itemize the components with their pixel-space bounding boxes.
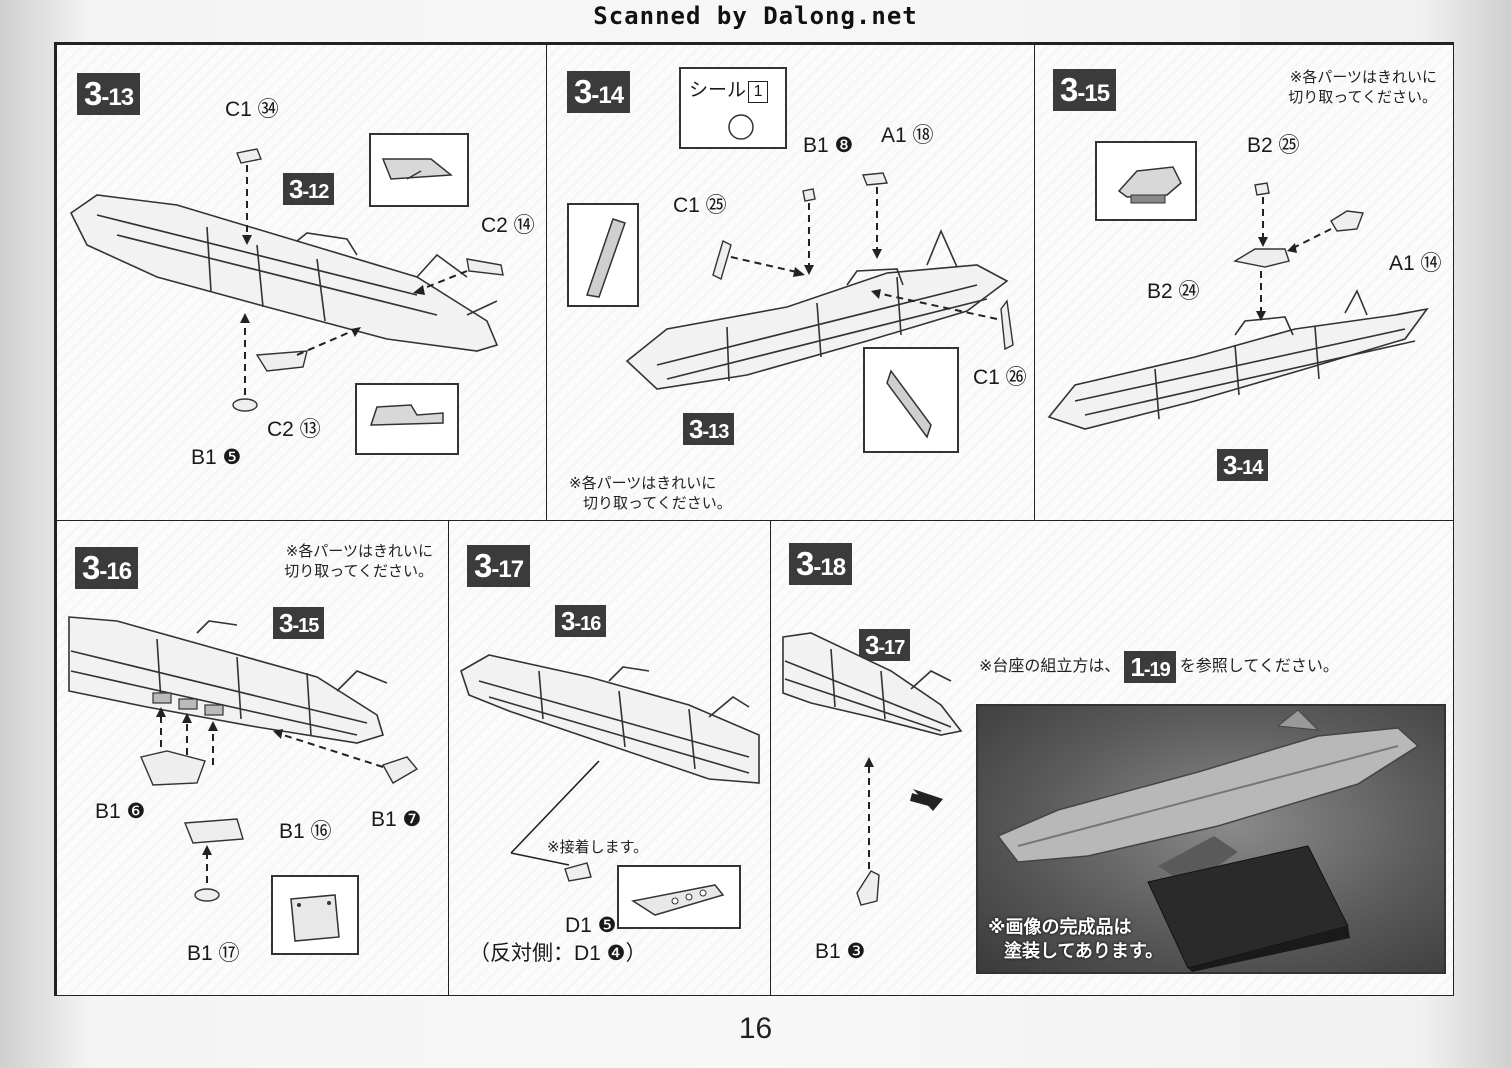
detail-callout <box>1095 141 1197 221</box>
part-label-d1-5: D1 ❺ <box>565 914 617 937</box>
reference-badge: 3-12 <box>283 173 335 205</box>
part-label-b1-7: B1 ❼ <box>371 808 422 831</box>
ghost-print-texture <box>57 521 449 995</box>
step-badge: 3-13 <box>77 73 141 115</box>
cut-parts-note: ※各パーツはきれいに切り取ってください。 <box>284 542 433 580</box>
step-badge: 3-14 <box>567 71 631 113</box>
detail-callout-left <box>567 203 639 307</box>
part-label-opposite-d1-4: （反対側：D1 ❹） <box>469 942 647 965</box>
cut-parts-note: ※各パーツはきれいに切り取ってください。 <box>1288 68 1437 106</box>
detail-callout <box>617 865 741 929</box>
panel-step-3-13: 3-13 3-12 <box>56 44 548 522</box>
reference-badge: 3-15 <box>273 607 325 639</box>
part-label-a1-18: A1 ⑱ <box>881 124 934 147</box>
reference-badge: 3-14 <box>1217 449 1269 481</box>
part-label-b1-17: B1 ⑰ <box>187 942 240 965</box>
page-number: 16 <box>738 1012 773 1045</box>
detail-callout-top <box>369 133 469 207</box>
glue-note: ※接着します。 <box>547 838 649 856</box>
part-label-b1-3: B1 ❸ <box>815 940 866 963</box>
part-label-b1-16: B1 ⑯ <box>279 820 332 843</box>
ship-assembly-drawing <box>782 632 963 906</box>
cut-parts-note: ※各パーツはきれいに切り取ってください。 <box>569 474 732 512</box>
part-label-c1-25: C1 ㉕ <box>673 194 727 217</box>
part-label-c2-13: C2 ⑬ <box>267 418 321 441</box>
part-label-b2-24: B2 ㉔ <box>1147 280 1200 303</box>
reference-badge: 3-17 <box>859 629 911 661</box>
sticker-label: シール <box>689 80 747 101</box>
sticker-number: 1 <box>748 81 769 103</box>
instruction-sheet: 3-13 3-12 <box>54 42 1454 996</box>
detail-callout-right <box>863 347 959 453</box>
panel-step-3-17: 3-17 3-16 ※接着します。 D1 ❺ （反対側：D1 ❹） <box>448 520 772 996</box>
finished-model-photo: ※画像の完成品は塗装してあります。 <box>976 704 1446 974</box>
part-label-a1-14: A1 ⑭ <box>1389 252 1442 275</box>
ship-assembly-drawing <box>460 654 760 882</box>
scan-credit: Scanned by Dalong.net <box>593 2 918 30</box>
part-label-c1-34: C1 ㉞ <box>225 98 279 121</box>
step-badge: 3-18 <box>789 543 853 585</box>
panel-step-3-16: 3-16 ※各パーツはきれいに切り取ってください。 3-15 <box>56 520 450 996</box>
detail-callout <box>271 875 359 955</box>
ghost-print-texture <box>1035 45 1453 521</box>
panel-step-3-15: 3-15 ※各パーツはきれいに切り取ってください。 <box>1034 44 1454 522</box>
finished-ship-image <box>996 709 1420 972</box>
photo-caption: ※画像の完成品は塗装してあります。 <box>988 917 1164 962</box>
detail-callout-bottom <box>355 383 459 455</box>
part-label-b1-6: B1 ❻ <box>95 800 146 823</box>
ship-assembly-drawing <box>68 616 419 902</box>
step-badge: 3-15 <box>1053 69 1117 111</box>
ship-assembly-drawing <box>1047 182 1429 430</box>
ship-assembly-drawing <box>69 148 504 412</box>
part-label-b2-25: B2 ㉕ <box>1247 134 1300 157</box>
step-badge: 3-17 <box>467 545 531 587</box>
part-label-b1-8: B1 ❽ <box>803 134 854 157</box>
part-label-c2-14: C2 ⑭ <box>481 214 535 237</box>
step-badge: 3-16 <box>75 547 139 589</box>
ship-assembly-drawing <box>625 172 1014 390</box>
base-reference-badge: 1-19 <box>1124 650 1176 683</box>
part-label-c1-26: C1 ㉖ <box>973 366 1027 389</box>
reference-badge: 3-16 <box>555 605 607 637</box>
reference-badge: 3-13 <box>683 413 735 445</box>
part-label-b1-5: B1 ❺ <box>191 446 242 469</box>
